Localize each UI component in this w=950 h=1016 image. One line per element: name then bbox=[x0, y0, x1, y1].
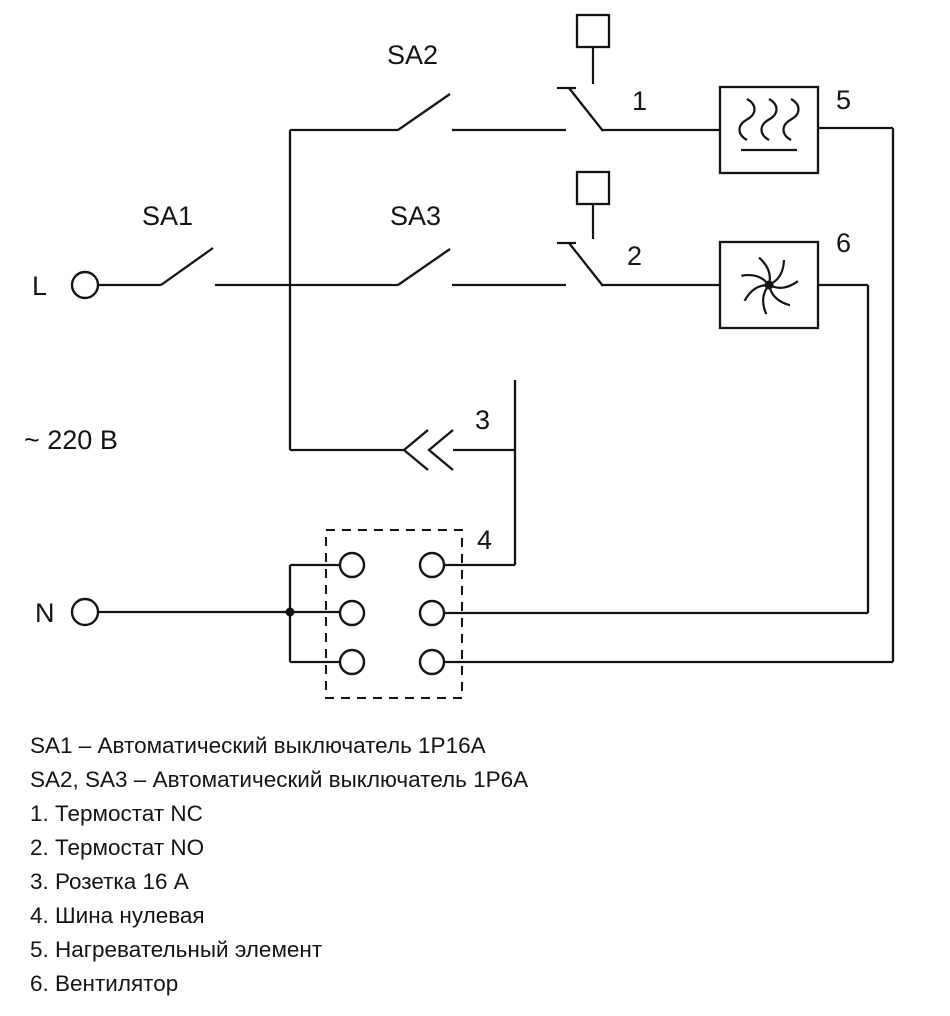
sa3-blade bbox=[397, 248, 451, 286]
bus-terminal bbox=[418, 551, 446, 579]
legend: SA1 – Автоматический выключатель 1Р16А S… bbox=[30, 729, 528, 1001]
socket-chevron-outer bbox=[402, 429, 429, 471]
thermostat-no-blade bbox=[568, 242, 604, 287]
thermostat-nc-sensor-box bbox=[575, 13, 611, 49]
sa2-blade bbox=[397, 93, 451, 131]
bus-terminal bbox=[338, 551, 366, 579]
thermostat-nc-blade bbox=[568, 87, 604, 132]
live-terminal-circle bbox=[70, 270, 100, 300]
legend-item-sa2-sa3: SA2, SA3 – Автоматический выключатель 1Р… bbox=[30, 767, 529, 792]
callout-socket: 3 bbox=[475, 405, 490, 435]
bus-terminal bbox=[418, 648, 446, 676]
callout-heater: 5 bbox=[836, 85, 851, 115]
neutral-terminal: N bbox=[35, 563, 340, 664]
heater-return-wire bbox=[444, 126, 895, 664]
live-terminal: L bbox=[32, 270, 100, 301]
legend-item-3: 3. Розетка 16 А bbox=[30, 869, 189, 894]
heater-box: 5 bbox=[718, 85, 851, 175]
label-sa1: SA1 bbox=[142, 201, 193, 231]
legend-item-2: 2. Термостат NO bbox=[30, 835, 205, 860]
thermostat-nc-contact: 1 bbox=[557, 13, 720, 132]
legend-item-1: 1. Термостат NC bbox=[30, 801, 203, 826]
sa1-blade bbox=[160, 247, 214, 286]
callout-thermostat-nc: 1 bbox=[632, 86, 647, 116]
neutral-bus-outline bbox=[325, 529, 463, 699]
neutral-terminal-circle bbox=[70, 597, 100, 627]
callout-thermostat-no: 2 bbox=[627, 241, 642, 271]
legend-item-5: 5. Нагревательный элемент bbox=[30, 937, 323, 962]
label-sa3: SA3 bbox=[390, 201, 441, 231]
thermostat-no-sensor-box bbox=[575, 170, 611, 206]
legend-item-sa1: SA1 – Автоматический выключатель 1Р16А bbox=[30, 733, 486, 758]
label-neutral: N bbox=[35, 598, 55, 628]
bus-terminal bbox=[338, 599, 366, 627]
socket-connector: 3 4 bbox=[290, 380, 517, 567]
heating-element-icon bbox=[738, 98, 800, 152]
legend-item-4: 4. Шина нулевая bbox=[30, 903, 205, 928]
fan-return-wire bbox=[444, 283, 870, 615]
label-sa2: SA2 bbox=[387, 40, 438, 70]
callout-neutral-bus: 4 bbox=[477, 525, 492, 555]
label-voltage: ~ 220 В bbox=[24, 425, 118, 455]
label-live: L bbox=[32, 271, 47, 301]
neutral-bus bbox=[325, 529, 463, 699]
thermostat-no-contact: 2 bbox=[557, 170, 720, 287]
heater-outline bbox=[718, 85, 820, 175]
bus-terminal bbox=[418, 599, 446, 627]
callout-fan: 6 bbox=[836, 228, 851, 258]
bus-terminal bbox=[338, 648, 366, 676]
fan-box: 6 bbox=[718, 228, 851, 330]
legend-item-6: 6. Вентилятор bbox=[30, 971, 179, 996]
fan-icon bbox=[741, 256, 799, 315]
sa2-switch: SA2 bbox=[290, 40, 566, 132]
sa3-switch: SA3 bbox=[390, 201, 566, 287]
sa1-switch: SA1 bbox=[98, 201, 398, 287]
circuit-diagram: L SA1 SA2 1 5 bbox=[24, 13, 895, 699]
socket-chevron-inner bbox=[427, 429, 454, 471]
